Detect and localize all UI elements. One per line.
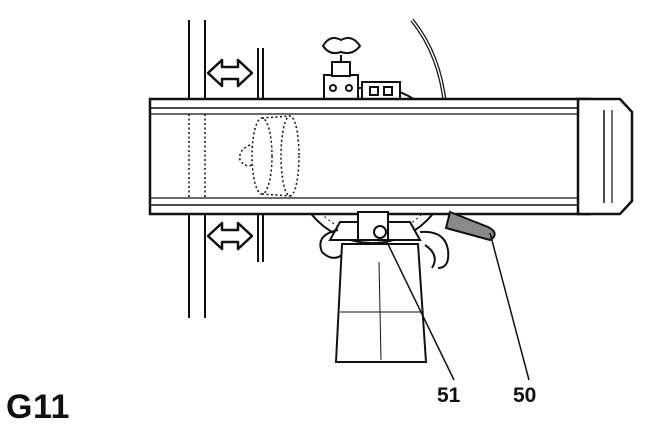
- double-arrow-top: [206, 58, 254, 88]
- handle: [444, 210, 496, 242]
- side-cables: [319, 229, 450, 269]
- horizontal-beam: [148, 97, 592, 216]
- motor-body: [334, 243, 428, 363]
- callout-number-51: 51: [437, 384, 461, 407]
- figure-label: G11: [6, 388, 70, 426]
- beam-end-cap: [576, 97, 634, 216]
- hidden-outline: [188, 114, 300, 198]
- callout-number-50: 50: [513, 384, 537, 407]
- clamp-knob-assembly: [321, 37, 362, 102]
- cable-inner: [411, 19, 446, 106]
- leader-line-51: [385, 239, 455, 381]
- double-arrow-bottom: [206, 221, 254, 251]
- clamp-plate: [361, 81, 401, 103]
- cable: [410, 18, 447, 106]
- leader-line-50: [489, 232, 530, 381]
